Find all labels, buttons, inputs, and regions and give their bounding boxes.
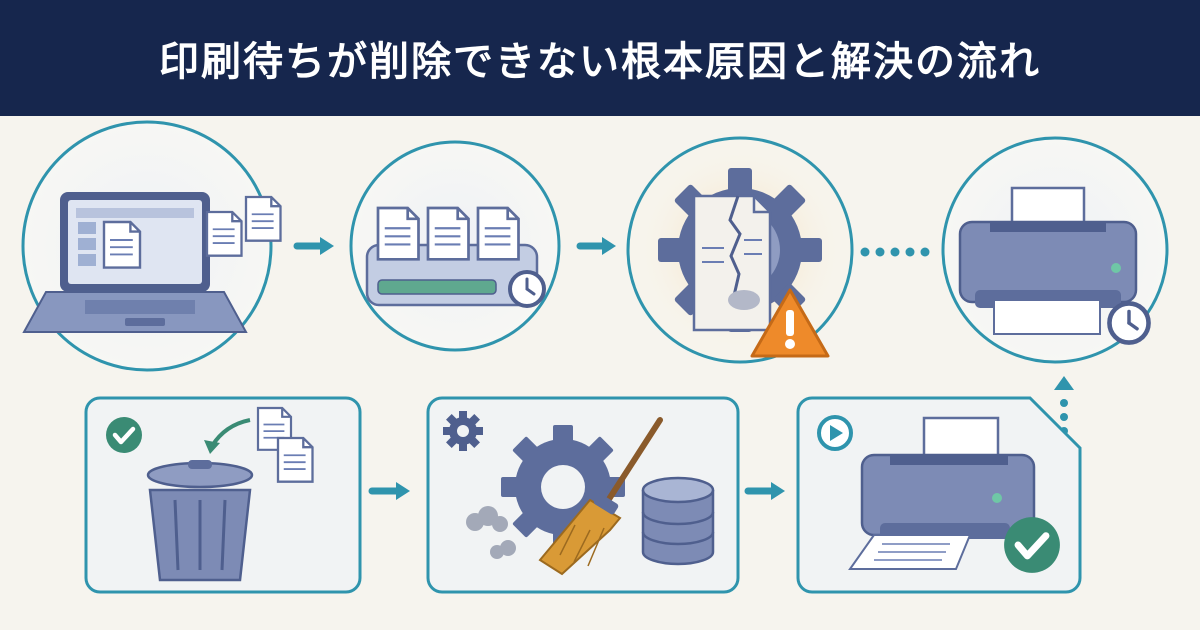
document-icon (426, 206, 470, 261)
document-icon (205, 210, 243, 257)
arrow-right (576, 237, 616, 255)
printer-icon (958, 186, 1138, 335)
step-print-queue-waiting (349, 140, 561, 352)
dotted-connector (860, 247, 930, 257)
clock-icon (1109, 303, 1148, 342)
step-spooler-error (626, 136, 854, 364)
broom-icon (538, 417, 663, 576)
page-title: 印刷待ちが削除できない根本原因と解決の流れ (159, 39, 1041, 85)
document-icon (276, 436, 314, 483)
step-printer-waiting (941, 136, 1169, 364)
printer-icon (848, 416, 1036, 570)
step-clean-spooler (426, 396, 740, 594)
title-banner: 印刷待ちが削除できない根本原因と解決の流れ (0, 0, 1200, 116)
step-send-print-job (21, 120, 282, 372)
clock-icon (508, 270, 546, 308)
document-icon (376, 206, 420, 261)
flow-diagram (21, 120, 1169, 594)
dust-icon (466, 506, 516, 559)
broken-document-icon (692, 194, 772, 332)
arrow-right (293, 237, 334, 255)
database-icon (641, 476, 715, 566)
arrow-right (368, 482, 410, 500)
document-icon (102, 220, 142, 269)
step-printing-resumed (796, 396, 1082, 594)
play-icon (817, 415, 853, 451)
step-delete-jobs (84, 396, 362, 594)
document-icon (476, 206, 520, 261)
document-icon (244, 195, 282, 242)
trash-icon (146, 460, 254, 582)
check-icon (106, 417, 142, 453)
arrow-right (744, 482, 785, 500)
check-icon (1004, 517, 1060, 573)
warning-icon (750, 288, 830, 358)
